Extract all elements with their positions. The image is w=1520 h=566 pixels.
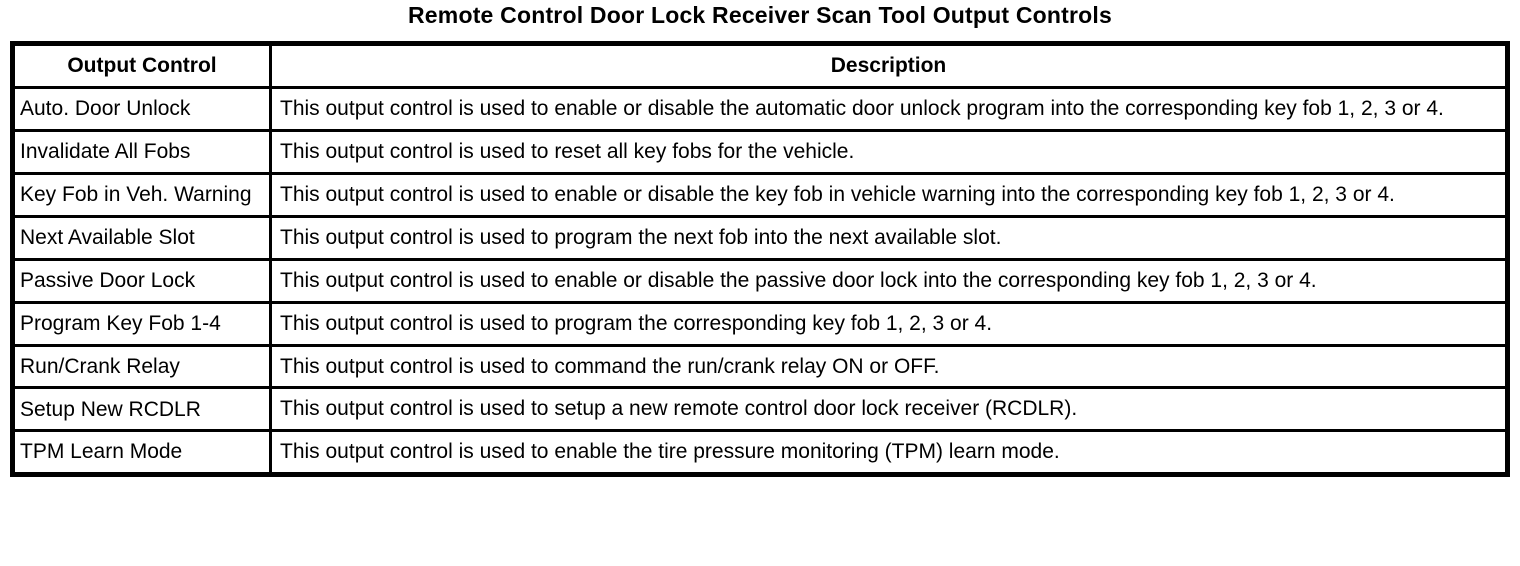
- output-control-cell: Program Key Fob 1-4: [11, 300, 272, 347]
- description-cell: This output control is used to program t…: [269, 214, 1509, 261]
- table-row: TPM Learn Mode This output control is us…: [11, 429, 1509, 477]
- output-control-cell: Setup New RCDLR: [11, 386, 272, 433]
- table-row: Run/Crank Relay This output control is u…: [11, 343, 1509, 390]
- table-header-row: Output Control Description: [11, 42, 1509, 89]
- description-cell: This output control is used to enable or…: [269, 257, 1509, 304]
- table-row: Passive Door Lock This output control is…: [11, 257, 1509, 304]
- output-control-cell: Next Available Slot: [11, 214, 272, 261]
- output-controls-table: Output Control Description Auto. Door Un…: [10, 41, 1510, 478]
- output-control-cell: Auto. Door Unlock: [11, 86, 272, 132]
- table-row: Key Fob in Veh. Warning This output cont…: [11, 171, 1509, 218]
- column-header-output-control: Output Control: [11, 42, 272, 89]
- table-row: Setup New RCDLR This output control is u…: [11, 386, 1509, 433]
- description-cell: This output control is used to reset all…: [269, 128, 1509, 175]
- table-row: Auto. Door Unlock This output control is…: [11, 86, 1509, 132]
- output-control-cell: Key Fob in Veh. Warning: [11, 171, 272, 218]
- table-row: Program Key Fob 1-4 This output control …: [11, 300, 1509, 347]
- column-header-description: Description: [269, 42, 1509, 89]
- table-row: Next Available Slot This output control …: [11, 214, 1509, 261]
- description-cell: This output control is used to enable th…: [269, 429, 1509, 477]
- output-control-cell: TPM Learn Mode: [11, 429, 272, 477]
- page-title: Remote Control Door Lock Receiver Scan T…: [408, 2, 1112, 28]
- output-control-cell: Run/Crank Relay: [11, 343, 272, 390]
- output-control-cell: Invalidate All Fobs: [11, 128, 272, 175]
- output-control-cell: Passive Door Lock: [11, 257, 272, 304]
- description-cell: This output control is used to command t…: [269, 343, 1509, 390]
- description-cell: This output control is used to program t…: [269, 300, 1509, 347]
- description-cell: This output control is used to enable or…: [269, 171, 1509, 218]
- description-cell: This output control is used to enable or…: [269, 86, 1509, 132]
- description-cell: This output control is used to setup a n…: [269, 386, 1509, 433]
- table-row: Invalidate All Fobs This output control …: [11, 128, 1509, 175]
